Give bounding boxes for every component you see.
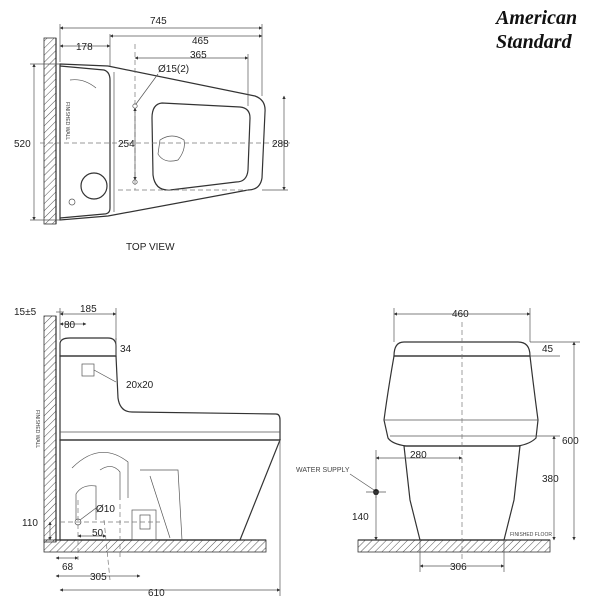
dim-front-base-upper: 280 bbox=[410, 450, 427, 461]
dim-front-supply-height: 140 bbox=[352, 512, 369, 523]
brand-logo: American Standard bbox=[494, 7, 577, 53]
front-lid bbox=[393, 341, 531, 357]
top-view-wall-note: FINISHED WALL bbox=[64, 102, 70, 140]
top-view-seat bbox=[151, 102, 251, 191]
flush-button-icon bbox=[80, 172, 108, 200]
side-view-floor bbox=[43, 539, 267, 553]
brand-line2: Standard bbox=[496, 31, 573, 53]
dim-side-gap: 15±5 bbox=[14, 307, 37, 318]
dim-side-rough-in: 305 bbox=[90, 572, 107, 583]
side-pedestal bbox=[59, 439, 281, 541]
dim-side-overall-length: 610 bbox=[148, 588, 165, 599]
dim-top-hole-dia: Ø15(2) bbox=[158, 64, 189, 75]
dim-top-bowl-width: 288 bbox=[272, 139, 289, 150]
top-view-body bbox=[59, 63, 266, 221]
dim-side-tank-to-hole: 80 bbox=[64, 320, 76, 331]
dim-side-outlet-offset: 50 bbox=[92, 528, 104, 539]
dim-side-tank-depth: 185 bbox=[80, 304, 97, 315]
side-view: FINISHED WALL 15±5 185 80 34 20x20 bbox=[14, 304, 281, 599]
side-view-wall-note: FINISHED WALL bbox=[34, 410, 40, 448]
dim-side-outlet-height: 110 bbox=[22, 518, 38, 529]
side-view-wall bbox=[43, 315, 57, 543]
top-view-wall bbox=[43, 37, 57, 225]
side-inlet bbox=[81, 363, 95, 377]
dim-top-center-width: 254 bbox=[118, 139, 135, 150]
dim-side-outlet-dia: Ø10 bbox=[96, 504, 115, 515]
water-supply-label: WATER SUPPLY bbox=[296, 467, 350, 474]
top-view-tank bbox=[59, 65, 111, 219]
dim-top-overall-width: 520 bbox=[14, 139, 31, 150]
dim-top-hole-span: 365 bbox=[190, 50, 207, 61]
top-view: FINISHED WALL 745 465 178 365 bbox=[14, 16, 290, 253]
dim-front-base-floor: 306 bbox=[450, 562, 467, 573]
side-tank-lid bbox=[59, 337, 117, 357]
side-trapway bbox=[71, 451, 129, 520]
dim-top-overall-length: 745 bbox=[150, 16, 167, 27]
dim-front-overall-height: 600 bbox=[562, 436, 579, 447]
dim-side-rear-to-outlet: 68 bbox=[62, 562, 74, 573]
dim-front-seat-height: 380 bbox=[542, 474, 559, 485]
drain-icon bbox=[68, 198, 76, 206]
front-body bbox=[383, 355, 539, 447]
top-view-caption: TOP VIEW bbox=[126, 242, 175, 253]
front-floor-note: FINISHED FLOOR bbox=[510, 532, 552, 538]
top-view-bowl bbox=[157, 135, 185, 162]
dim-front-overall-width: 460 bbox=[452, 309, 469, 320]
front-view: 460 45 600 380 280 WATER SUPPLY 140 FINI… bbox=[296, 308, 580, 573]
brand-line1: American bbox=[494, 7, 577, 29]
dim-top-rear-offset: 178 bbox=[76, 42, 93, 53]
side-tank-body bbox=[59, 355, 281, 441]
dim-top-to-hole: 465 bbox=[192, 36, 209, 47]
dim-front-lid-height: 45 bbox=[542, 344, 554, 355]
front-view-floor bbox=[357, 539, 551, 553]
dim-side-inlet-size: 20x20 bbox=[126, 380, 154, 391]
dim-side-lid-height: 34 bbox=[120, 344, 132, 355]
